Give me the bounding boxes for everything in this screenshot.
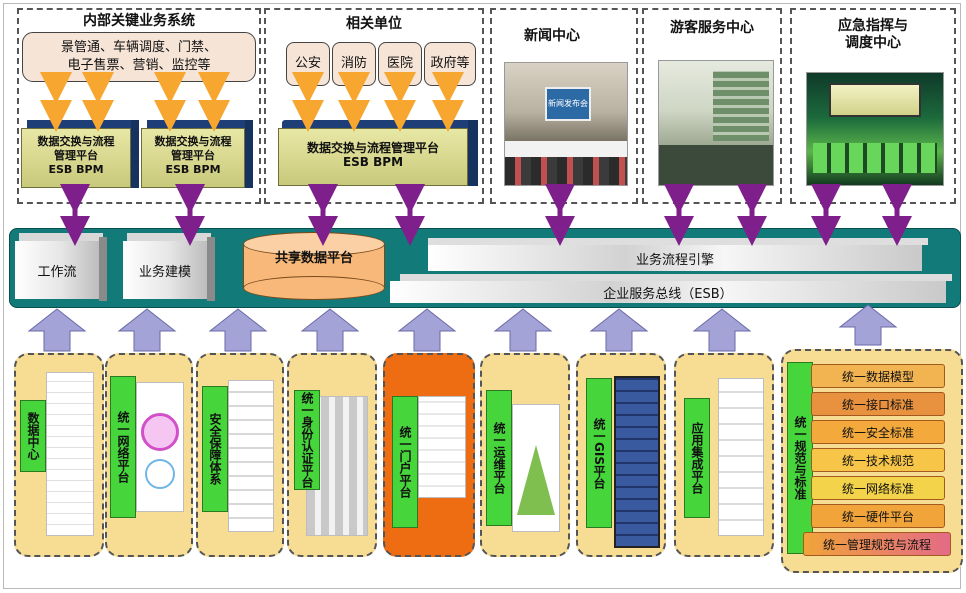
operations-mountain <box>517 445 555 515</box>
workflow-label: 工作流 <box>15 241 99 299</box>
standards-label: 统一规范与标准 <box>787 362 813 554</box>
esb-block-3: 数据交换与流程管理平台 ESB BPM <box>278 128 468 186</box>
shared-data-cylinder: 共享数据平台 <box>243 232 385 300</box>
emergency-center-title: 应急指挥与 调度中心 <box>838 18 908 51</box>
security-thumbnail <box>228 380 274 532</box>
photo-screen: 新闻发布会 <box>545 87 591 121</box>
photo-table <box>505 141 627 157</box>
platform-security-label: 安全保障体系 <box>202 386 228 512</box>
platform-identity-auth-label: 统一身份认证平台 <box>294 390 320 490</box>
up-arrow-3 <box>208 308 268 352</box>
platform-portal-label: 统一门户平台 <box>392 396 418 528</box>
esb-lane-edge <box>400 274 952 281</box>
standard-security: 统一安全标准 <box>811 420 945 444</box>
business-modeling-cube-side <box>207 237 215 301</box>
standard-technical: 统一技术规范 <box>811 448 945 472</box>
photo-consoles <box>813 143 937 173</box>
visitor-center-photo <box>658 60 774 186</box>
shared-data-label: 共享数据平台 <box>274 251 353 266</box>
workflow-cube-side <box>99 237 107 301</box>
business-modeling-cube-top <box>127 233 211 241</box>
up-arrow-5 <box>397 308 457 352</box>
platform-operations-label: 统一运维平台 <box>486 390 512 526</box>
photo-display-wall <box>713 71 769 141</box>
up-arrow-8 <box>692 308 752 352</box>
business-process-engine: 业务流程引擎 <box>428 245 922 271</box>
visitor-center-box: 游客服务中心 <box>642 8 782 204</box>
up-arrow-4 <box>300 308 360 352</box>
lavender-up-arrows <box>27 304 898 352</box>
platform-gis-label: 统一GIS平台 <box>586 378 612 528</box>
command-center-photo <box>806 72 944 186</box>
platform-app-integration-label: 应用集成平台 <box>684 398 710 518</box>
photo-video-wall <box>829 83 921 117</box>
emergency-center-box: 应急指挥与 调度中心 <box>790 8 956 204</box>
network-thumbnail <box>136 382 184 512</box>
photo-counter <box>659 145 773 185</box>
network-ring-2 <box>145 459 175 489</box>
esb-block-2: 数据交换与流程 管理平台 ESB BPM <box>141 128 245 188</box>
workflow-cube: 工作流 <box>15 233 107 301</box>
up-arrow-2 <box>117 308 177 352</box>
news-center-title: 新闻中心 <box>524 28 580 44</box>
esb-block-1-side <box>131 120 139 188</box>
up-arrow-9 <box>838 304 898 346</box>
standard-network: 统一网络标准 <box>811 476 945 500</box>
news-conference-photo: 新闻发布会 <box>504 62 628 186</box>
standard-hardware: 统一硬件平台 <box>811 504 945 528</box>
business-modeling-label: 业务建模 <box>123 241 207 299</box>
photo-screen-caption: 新闻发布会 <box>548 99 588 108</box>
cylinder-bottom <box>243 276 385 300</box>
network-ring <box>141 413 179 451</box>
gis-thumbnail <box>614 376 660 548</box>
esb-block-1: 数据交换与流程 管理平台 ESB BPM <box>21 128 131 188</box>
business-modeling-cube: 业务建模 <box>123 233 215 301</box>
up-arrow-7 <box>589 308 649 352</box>
purple-arrows <box>60 184 912 246</box>
platform-network-label: 统一网络平台 <box>110 376 136 518</box>
data-center-thumbnail <box>46 372 94 536</box>
standard-interface: 统一接口标准 <box>811 392 945 416</box>
up-arrow-6 <box>493 308 553 352</box>
visitor-center-title: 游客服务中心 <box>670 20 754 36</box>
standard-data-model: 统一数据模型 <box>811 364 945 388</box>
standards-list: 统一数据模型 统一接口标准 统一安全标准 统一技术规范 统一网络标准 统一硬件平… <box>781 349 959 569</box>
enterprise-service-bus: 企业服务总线（ESB） <box>390 281 946 303</box>
news-center-box: 新闻中心 新闻发布会 <box>490 8 638 204</box>
esb-block-3-top <box>282 120 478 128</box>
internal-systems-title: 内部关键业务系统 <box>83 13 195 29</box>
operations-thumbnail <box>512 404 560 532</box>
related-units-title: 相关单位 <box>346 16 402 32</box>
standard-management: 统一管理规范与流程 <box>803 532 951 556</box>
app-integration-thumbnail <box>718 378 764 536</box>
esb-block-2-side <box>245 120 253 188</box>
orange-arrows <box>40 72 464 132</box>
up-arrow-1 <box>27 308 87 352</box>
photo-audience <box>505 157 627 185</box>
portal-thumbnail <box>418 396 466 498</box>
platform-data-center-label: 数据中心 <box>20 400 46 472</box>
esb-block-3-side <box>468 120 478 186</box>
